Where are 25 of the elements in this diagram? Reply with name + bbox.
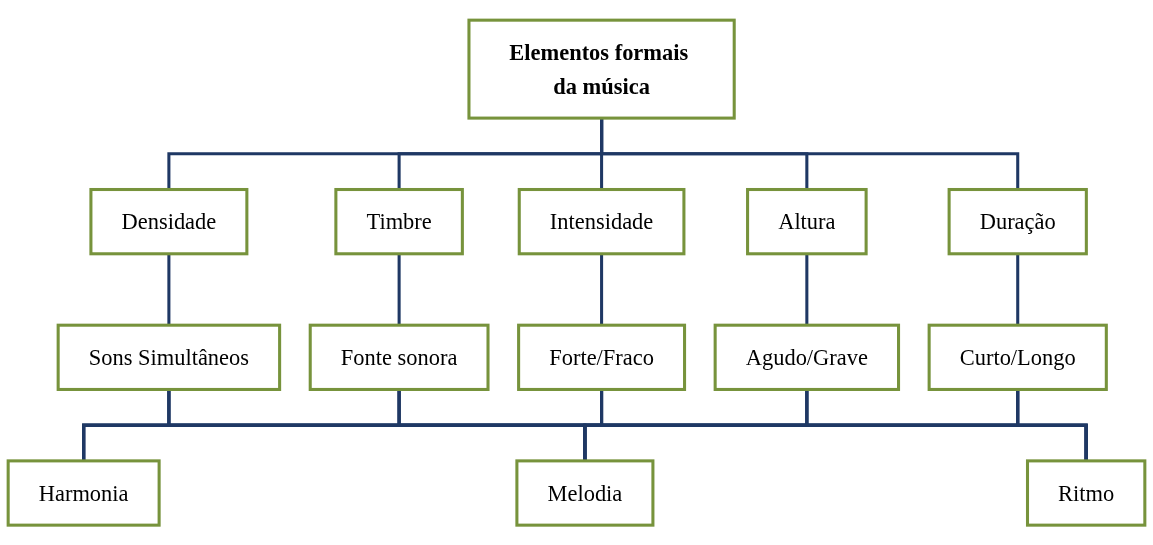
node-box: Curto/Longo bbox=[927, 323, 1108, 391]
connector bbox=[1016, 389, 1088, 461]
node-box: Harmonia bbox=[6, 459, 161, 527]
node-box: Forte/Fraco bbox=[517, 323, 687, 391]
connector bbox=[397, 253, 401, 326]
node-box: Sons Simultâneos bbox=[56, 323, 282, 391]
connector bbox=[167, 253, 171, 326]
connector bbox=[805, 389, 1088, 461]
node-box: Melodia bbox=[515, 459, 655, 527]
connector bbox=[805, 253, 809, 326]
connector bbox=[600, 253, 604, 326]
node-box: Intensidade bbox=[517, 187, 686, 256]
node-box: Fonte sonora bbox=[308, 323, 490, 391]
node-box: Ritmo bbox=[1025, 459, 1147, 527]
node-box: Agudo/Grave bbox=[713, 323, 901, 391]
node-box: Altura bbox=[746, 187, 868, 256]
connector bbox=[397, 389, 1088, 461]
connector bbox=[600, 117, 1020, 190]
node-box: Elementos formais da música bbox=[467, 18, 736, 120]
connector bbox=[600, 389, 1088, 461]
node-box: Timbre bbox=[334, 187, 464, 256]
connector bbox=[1016, 253, 1020, 326]
connector bbox=[167, 389, 1088, 461]
node-box: Duração bbox=[947, 187, 1088, 256]
node-box: Densidade bbox=[89, 187, 249, 256]
